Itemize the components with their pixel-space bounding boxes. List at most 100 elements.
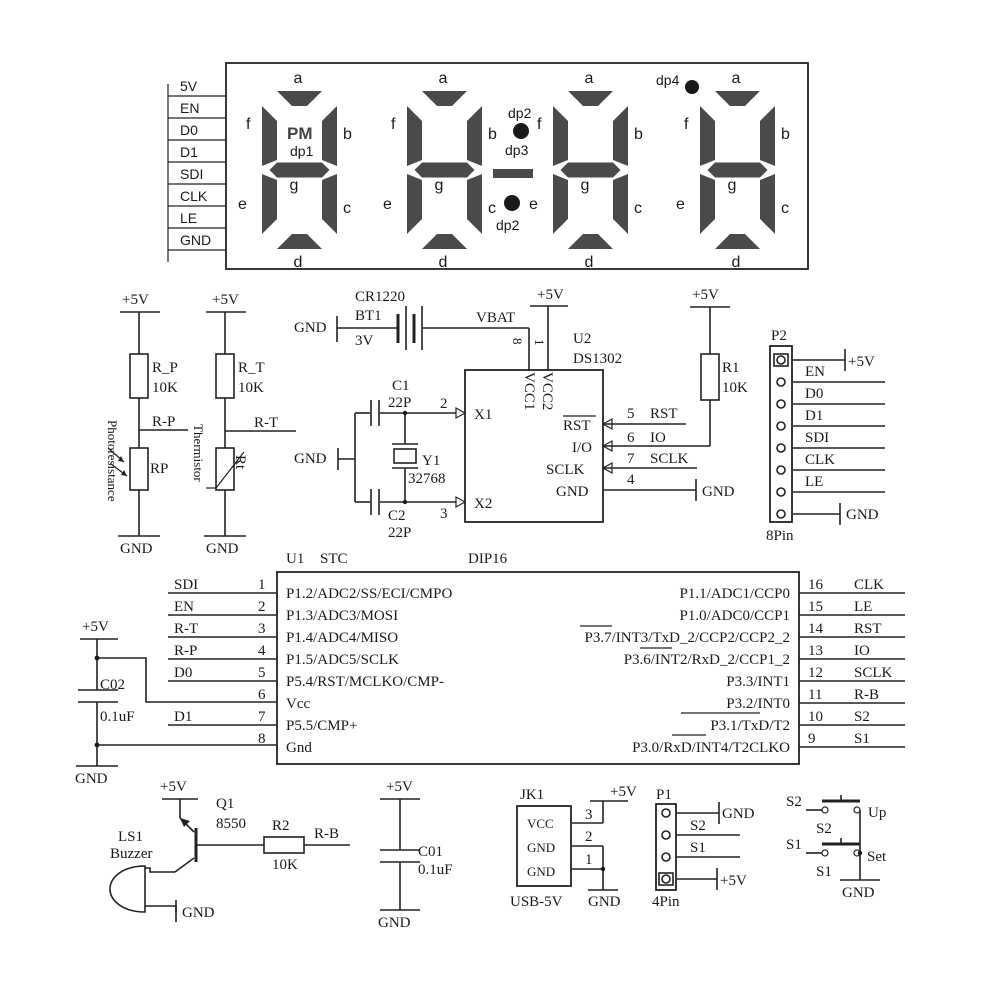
pin-number: 2: [585, 829, 593, 845]
net-label: S1: [690, 840, 706, 856]
net-label: S2: [690, 818, 706, 834]
segment-d: [422, 234, 467, 249]
segment-label: b: [781, 126, 790, 143]
resistor-value: 10K: [238, 380, 264, 396]
dp2-lower-dot: [504, 195, 520, 211]
mcu-net-label: R-P: [174, 643, 197, 659]
header-pin-label: EN: [805, 364, 825, 380]
segment-f: [700, 106, 715, 166]
header-pin: [776, 443, 786, 453]
transistor-part: 8550: [216, 816, 246, 832]
display-pin-label: D1: [180, 144, 198, 160]
usb-pin-label: GND: [527, 864, 555, 879]
crystal-value: 32768: [408, 471, 446, 487]
mcu-net-label: SDI: [174, 577, 198, 593]
segment-f: [262, 106, 277, 166]
mcu-pin-label: P3.1/TxD/T2: [710, 718, 790, 734]
mcu-name: U1: [286, 551, 304, 567]
segment-label: a: [439, 70, 448, 87]
dp3-label: dp3: [505, 142, 529, 158]
gnd-label: GND: [588, 894, 621, 910]
capacitor-name: C01: [418, 844, 443, 860]
mcu-pin-number: 8: [258, 731, 266, 747]
mcu-pin-number: 7: [258, 709, 266, 725]
header-pin: [776, 465, 786, 475]
segment-a: [422, 91, 467, 106]
resistor-name: R_P: [152, 360, 178, 376]
segment-label: b: [343, 126, 352, 143]
mcu-net-label: D0: [174, 665, 192, 681]
vcc-label: +5V: [848, 354, 875, 370]
display-pin-label: SDI: [180, 166, 203, 182]
segment-label: d: [294, 254, 303, 271]
photoresistor-name: RP: [150, 461, 168, 477]
mcu-pin-number: 12: [808, 665, 823, 681]
mcu-pin-label: P1.5/ADC5/SCLK: [286, 652, 399, 668]
mcu-pin-label: P1.1/ADC1/CCP0: [680, 586, 790, 602]
chip-name: U2: [573, 331, 591, 347]
vcc-label: +5V: [82, 619, 109, 635]
mcu-pin-label: Vcc: [286, 696, 310, 712]
battery-type: CR1220: [355, 289, 405, 305]
segment-label: c: [343, 200, 351, 217]
pin-x1: X1: [474, 407, 492, 423]
header-pin-label: D1: [805, 408, 823, 424]
header-pin: [776, 399, 786, 409]
segment-c: [322, 174, 337, 234]
header-pin: [661, 852, 671, 862]
segment-label: g: [435, 177, 444, 194]
dp1-label: dp1: [290, 143, 314, 159]
mcu-pin-label: P3.7/INT3/TxD_2/CCP2/CCP2_2: [585, 630, 790, 646]
connector-name: JK1: [520, 787, 544, 803]
segment-e: [553, 174, 568, 234]
display-pin-labels: 5V EN D0 D1 SDI CLK LE GND: [180, 78, 211, 248]
mcu-package: DIP16: [468, 551, 508, 567]
gnd-label: GND: [378, 915, 411, 931]
capacitor-value: 22P: [388, 525, 411, 541]
display-pin-label: EN: [180, 100, 199, 116]
button-label-up: Up: [868, 805, 886, 821]
pin-vcc1: VCC1: [521, 372, 537, 410]
mcu-net-label: S2: [854, 709, 870, 725]
mcu-pin-label: Gnd: [286, 740, 312, 756]
segment-label: c: [634, 200, 642, 217]
capacitor-value: 0.1uF: [418, 862, 453, 878]
button-name: S2: [816, 821, 832, 837]
gnd-label: GND: [206, 541, 239, 557]
thermistor-slash: [206, 451, 245, 489]
segment-label: a: [585, 70, 594, 87]
mcu-pin-number: 2: [258, 599, 266, 615]
header-pin-label: CLK: [805, 452, 835, 468]
segment-d: [568, 234, 613, 249]
capacitor-name: C02: [100, 677, 125, 693]
capacitor-name: C2: [388, 508, 406, 524]
mcu-pin-number: 15: [808, 599, 823, 615]
segment-label: d: [439, 254, 448, 271]
pin-number: 6: [627, 430, 635, 446]
header-body: [769, 345, 793, 523]
gnd-label: GND: [702, 484, 735, 500]
segment-c: [760, 174, 775, 234]
vcc-label: +5V: [610, 784, 637, 800]
segment-label: c: [781, 200, 789, 217]
segment-b: [760, 106, 775, 166]
vcc-label: +5V: [160, 779, 187, 795]
mcu-pin-number: 10: [808, 709, 823, 725]
mcu-pin-number: 14: [808, 621, 824, 637]
gnd-label: GND: [294, 451, 327, 467]
button-name: S1: [816, 864, 832, 880]
pin-number: 1: [532, 339, 547, 346]
segment-d: [277, 234, 322, 249]
header-pin: [661, 830, 671, 840]
pin-number: 1: [585, 852, 593, 868]
segment-f: [553, 106, 568, 166]
header-name: P1: [656, 787, 672, 803]
header-name: P2: [771, 328, 787, 344]
pin-number: 5: [627, 406, 635, 422]
mcu-net-label: RST: [854, 621, 882, 637]
pin-number: 7: [627, 451, 635, 467]
header-pin: [776, 377, 786, 387]
emitter-arrow-icon: [180, 818, 190, 827]
segment-a: [715, 91, 760, 106]
resistor-r-t: [215, 353, 235, 399]
